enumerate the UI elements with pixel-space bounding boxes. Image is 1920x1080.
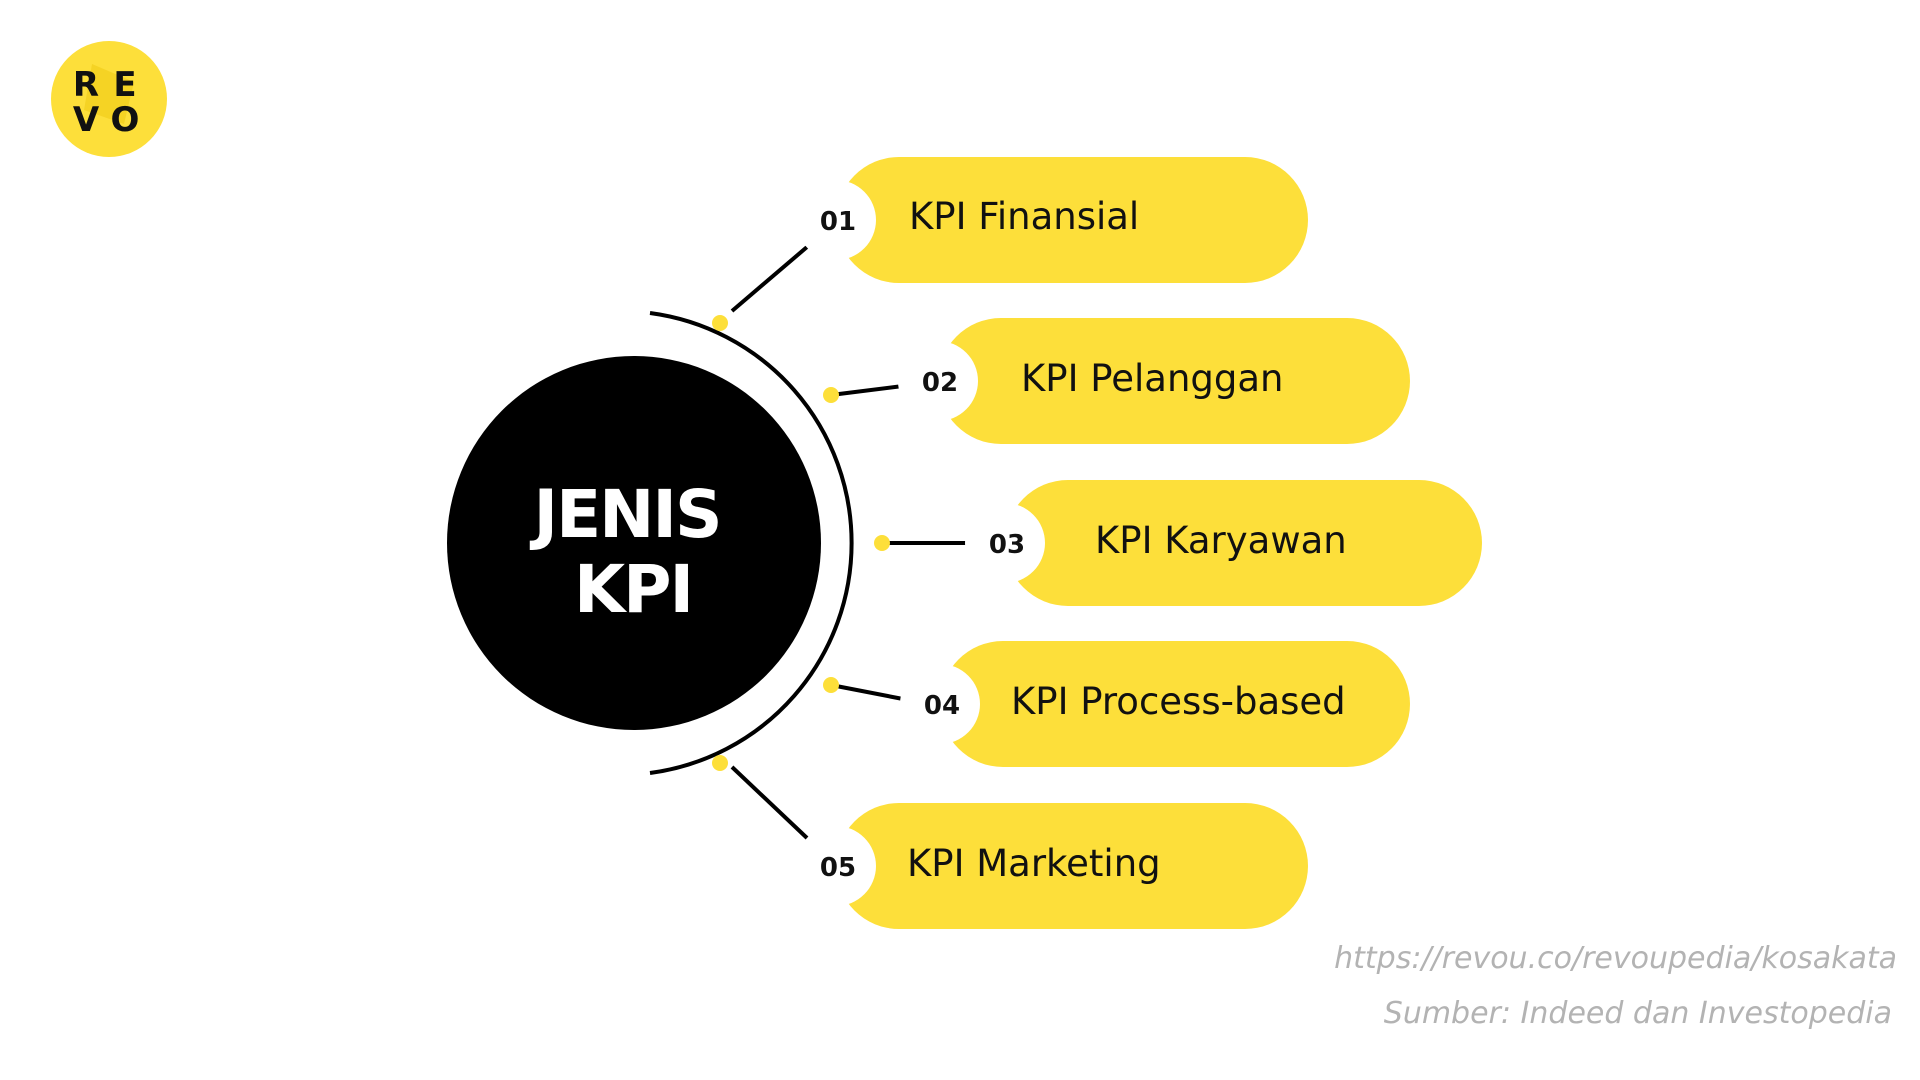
outer-arc	[649, 311, 854, 775]
kpi-item-02: 02 KPI Pelanggan	[898, 318, 1410, 444]
kpi-pill-02	[938, 318, 1410, 444]
kpi-item-04: 04 KPI Process-based	[900, 641, 1410, 767]
logo-mark-shape	[84, 64, 134, 124]
logo-letter-e: E	[113, 65, 136, 105]
kpi-number-notch-03	[965, 503, 1045, 583]
kpi-number-01: 01	[820, 207, 856, 237]
footer-url: https://revou.co/revoupedia/kosakata	[1334, 941, 1897, 976]
kpi-item-01: 01 KPI Finansial	[796, 157, 1308, 283]
arc-dot-04	[823, 677, 839, 693]
kpi-number-notch-01	[796, 180, 876, 260]
logo-letter-r: R	[73, 65, 99, 105]
kpi-number-notch-04	[900, 664, 980, 744]
connector-line-02	[830, 384, 904, 397]
kpi-number-notch-05	[796, 826, 876, 906]
arc-dot-02	[823, 387, 839, 403]
logo-letter-o: O	[111, 100, 140, 140]
connector-line-04	[830, 683, 904, 701]
kpi-pill-05	[836, 803, 1308, 929]
arc-dot-05	[712, 755, 728, 771]
kpi-label-01: KPI Finansial	[909, 195, 1139, 238]
kpi-pill-03	[1005, 480, 1482, 606]
arc-dot-01	[712, 315, 728, 331]
connector-line-01	[730, 245, 809, 313]
revo-logo: R E V O	[51, 41, 167, 157]
kpi-label-04: KPI Process-based	[1011, 680, 1346, 723]
center-circle	[447, 356, 821, 730]
kpi-number-05: 05	[820, 853, 856, 883]
connector-line-05	[730, 765, 809, 840]
kpi-item-05: 05 KPI Marketing	[796, 803, 1308, 929]
logo-letter-v: V	[73, 100, 100, 140]
kpi-number-notch-02	[898, 341, 978, 421]
kpi-pill-04	[940, 641, 1410, 767]
kpi-label-02: KPI Pelanggan	[1021, 357, 1284, 400]
footer-source: Sumber: Indeed dan Investopedia	[1384, 996, 1892, 1031]
arc-dot-03	[874, 535, 890, 551]
kpi-pill-01	[836, 157, 1308, 283]
kpi-label-05: KPI Marketing	[907, 842, 1161, 885]
center-title-line1: JENIS	[530, 476, 721, 553]
kpi-number-04: 04	[924, 691, 960, 721]
kpi-number-02: 02	[922, 368, 958, 398]
kpi-number-03: 03	[989, 530, 1025, 560]
kpi-item-03: 03 KPI Karyawan	[965, 480, 1482, 606]
center-title-line2: KPI	[574, 551, 692, 628]
kpi-label-03: KPI Karyawan	[1095, 519, 1347, 562]
